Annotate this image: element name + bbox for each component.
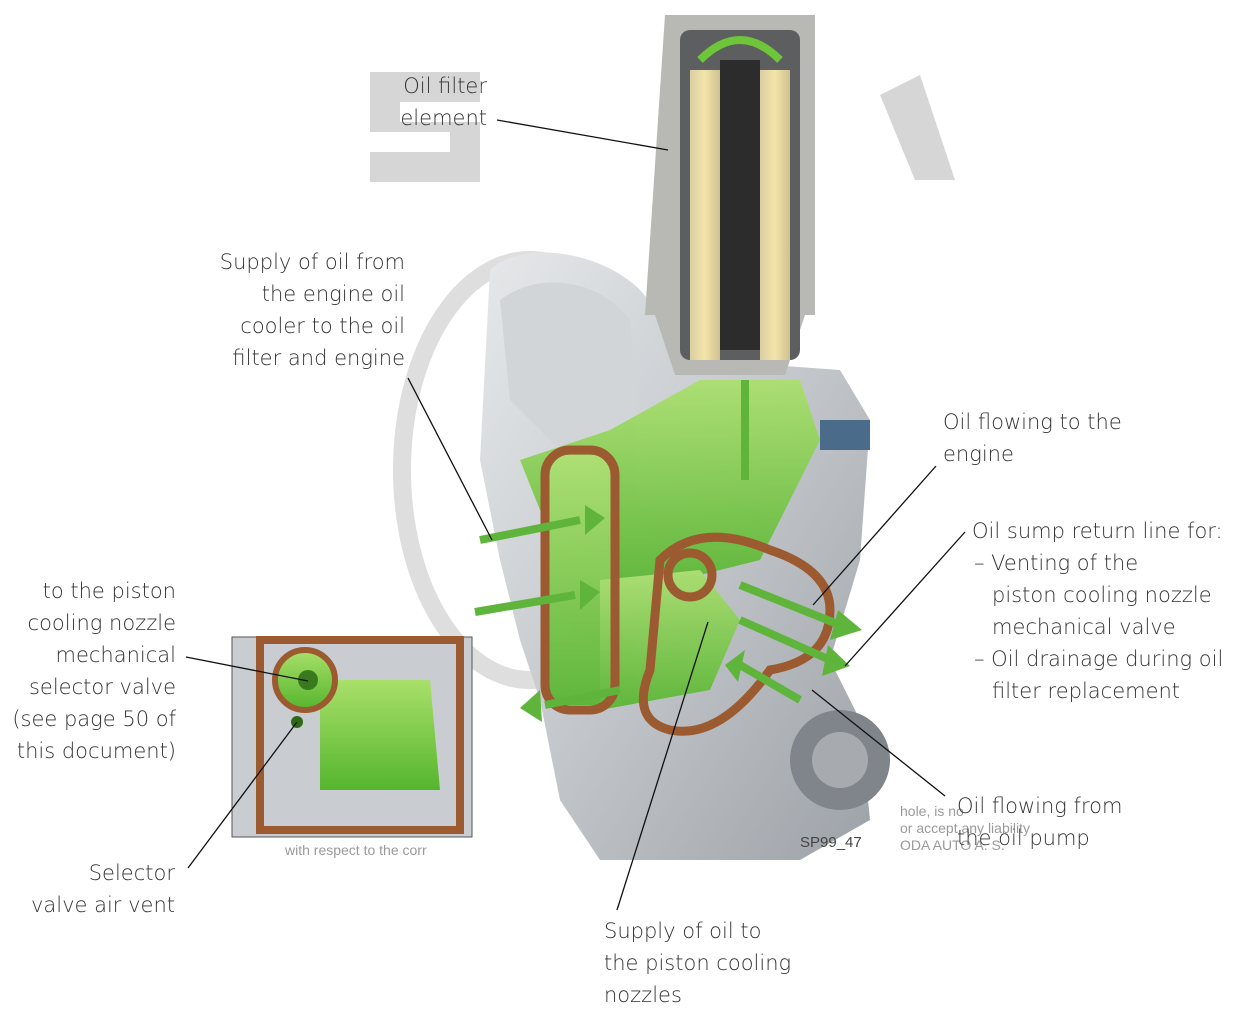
sump-return-title: Oil sump return line for: — [972, 515, 1223, 547]
label-sump-return: Oil sump return line for: – Venting of t… — [972, 515, 1223, 707]
label-supply-to-nozzles: Supply of oil to the piston cooling nozz… — [604, 915, 791, 1011]
label-oil-from-pump: Oil flowing from the oil pump — [957, 790, 1122, 854]
watermark-text-left: with respect to the corr — [285, 842, 427, 858]
label-oil-to-engine: Oil flowing to the engine — [943, 406, 1122, 470]
leader-supply-to-nozzles — [617, 622, 708, 910]
leader-oil-from-pump — [812, 690, 945, 796]
leader-selector-vent — [188, 722, 297, 868]
leader-sump-return — [845, 532, 965, 666]
label-supply-from-cooler: Supply of oil from the engine oil cooler… — [170, 246, 405, 374]
figure-code: SP99_47 — [800, 834, 862, 851]
label-selector-vent: Selector valve air vent — [30, 857, 175, 921]
leader-supply-from-cooler — [408, 378, 492, 540]
leader-oil-filter-element — [497, 120, 668, 150]
label-piston-valve: to the piston cooling nozzle mechanical … — [5, 575, 176, 767]
label-oil-filter-element: Oil filter element — [370, 70, 487, 134]
watermark-text-right-1: hole, is no — [900, 803, 964, 819]
leader-piston-valve — [186, 657, 308, 681]
